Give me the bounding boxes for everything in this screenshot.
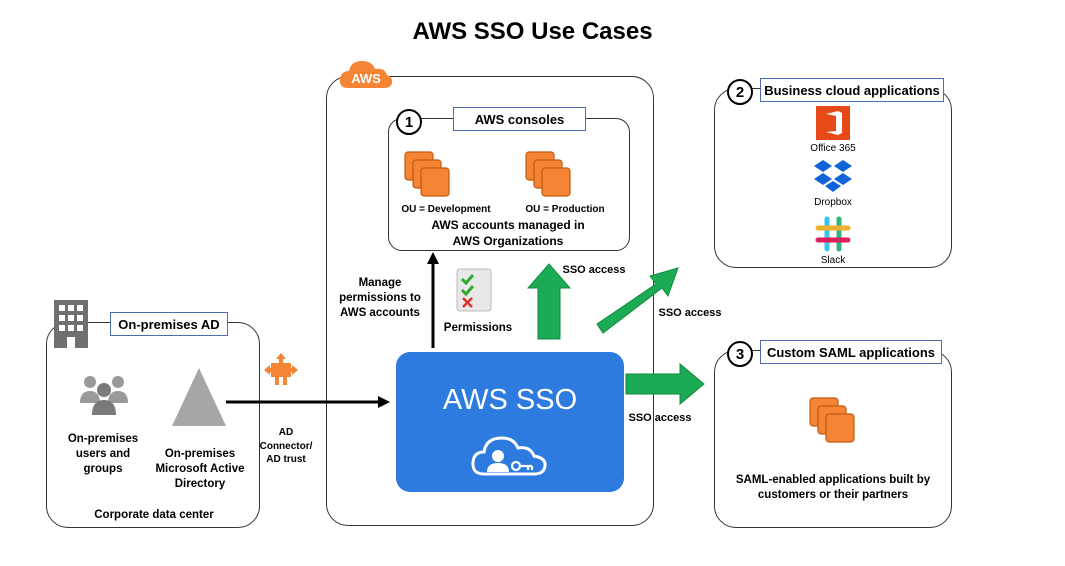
business-cloud-apps-tag: Business cloud applications [760,78,944,102]
account-stack-icon-production [525,151,571,197]
sso-access-label-diagonal: SSO access [658,307,722,319]
saml-app-stack-icon [809,397,855,443]
aws-sso-title: AWS SSO [442,384,578,416]
onprem-ad-tag: On-premises AD [110,312,228,336]
ou-production-label: OU = Production [525,204,605,215]
step-number-2: 2 [727,79,753,105]
custom-saml-apps-tag: Custom SAML applications [760,340,942,364]
aws-accounts-caption: AWS accounts managed in AWS Organization… [431,218,585,248]
onprem-users-label: On-premises users and groups [67,433,139,475]
cloud-user-key-icon [471,436,547,476]
office-365-label: Office 365 [810,143,856,154]
dropbox-label: Dropbox [814,197,852,208]
step-number-3: 3 [727,341,753,367]
slack-label: Slack [820,255,846,266]
office-365-icon [816,106,850,140]
diagram-title: AWS SSO Use Cases [412,18,653,45]
manage-permissions-label: Manage permissions to AWS accounts [339,277,421,319]
corporate-data-center-label: Corporate data center [94,509,214,521]
step-number-1: 1 [396,109,422,135]
aws-sso-box: AWS SSO [396,352,624,492]
active-directory-triangle-icon [172,368,226,426]
dropbox-icon [814,160,852,192]
sso-access-label-up: SSO access [562,264,626,276]
ad-connector-icon [264,353,298,385]
building-icon [54,300,88,348]
onprem-ad-label: On-premises Microsoft Active Directory [155,448,245,490]
sso-access-label-right: SSO access [628,412,692,424]
users-group-icon [80,376,128,415]
aws-badge-label: AWS [351,71,381,86]
ad-connector-label: AD Connector/ AD trust [259,427,313,465]
aws-cloud-badge-icon [339,61,393,88]
aws-consoles-tag: AWS consoles [453,107,586,131]
permissions-label: Permissions [443,322,513,334]
account-stack-icon-development [404,151,450,197]
ou-development-label: OU = Development [401,204,491,215]
slack-icon [815,216,851,252]
saml-apps-caption: SAML-enabled applications built by custo… [735,474,931,501]
permissions-checklist-icon [456,268,492,312]
